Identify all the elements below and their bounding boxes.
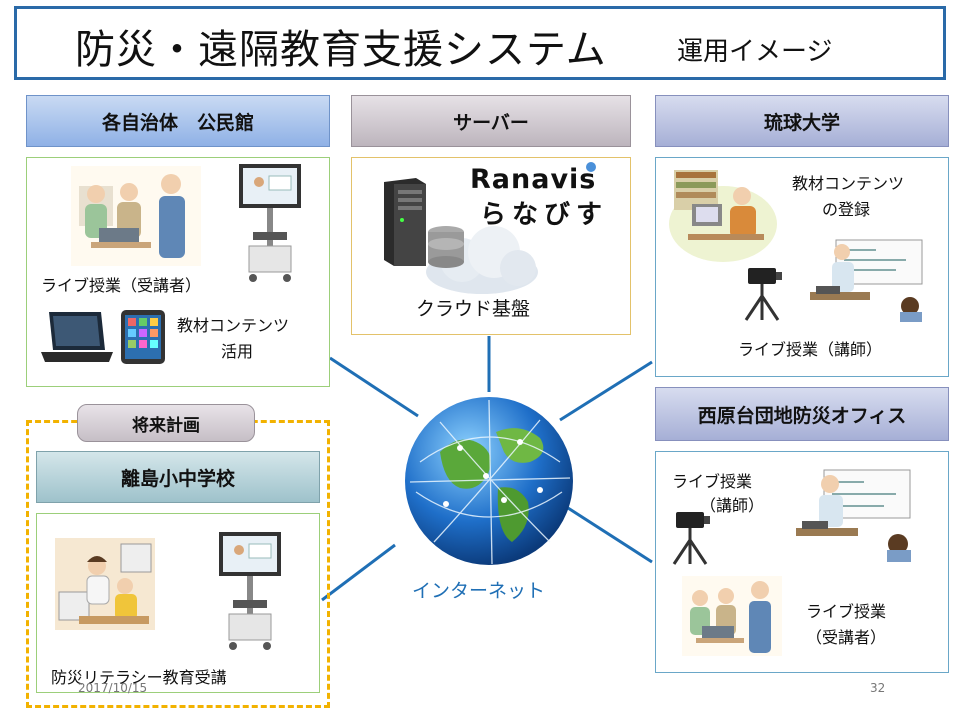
- database-icon: [428, 226, 464, 268]
- connector-island: [321, 543, 396, 602]
- label-content-register-1: 教材コンテンツ: [792, 174, 905, 193]
- laptop-icon: [41, 312, 113, 362]
- panel-university: 教材コンテンツ の登録 ライブ授業（講師）: [655, 157, 949, 377]
- page-title: 防災・遠隔教育支援システム: [75, 27, 607, 73]
- ranavis-logo-en: Ranavis: [470, 164, 597, 195]
- connector-nishihara: [567, 506, 653, 564]
- students-computer-icon: [55, 538, 155, 630]
- video-camera-tripod-icon: [672, 512, 710, 565]
- label-internet: インターネット: [412, 580, 546, 602]
- footer-date: 2017/10/15: [78, 681, 148, 695]
- header-island: 離島小中学校: [36, 451, 320, 503]
- lecturer-icon: [796, 469, 911, 562]
- header-server: サーバー: [351, 95, 631, 147]
- label-nishihara-lecturer-1: ライブ授業: [672, 472, 753, 491]
- connector-university: [559, 360, 653, 422]
- panel-server: Ranavis らなびす クラウド基盤: [351, 157, 631, 335]
- label-literacy: 防災リテラシー教育受講: [51, 668, 227, 687]
- panel-island: 防災リテラシー教育受講: [36, 513, 320, 693]
- header-future: 将来計画: [77, 404, 255, 442]
- label-live-lecturer: ライブ授業（講師）: [738, 340, 883, 359]
- label-nishihara-student-2: （受講者）: [806, 628, 887, 647]
- label-content-use-2: 活用: [221, 342, 254, 361]
- label-live-student: ライブ授業（受講者）: [41, 276, 202, 295]
- label-nishihara-student-1: ライブ授業: [806, 602, 887, 621]
- video-monitor-cart-icon: [239, 164, 301, 282]
- footer-page-number: 32: [870, 681, 886, 695]
- video-camera-tripod-icon: [744, 268, 782, 321]
- video-monitor-cart-icon: [219, 532, 281, 650]
- label-content-use-1: 教材コンテンツ: [177, 316, 290, 335]
- label-content-register-2: の登録: [822, 200, 871, 219]
- panel-nishihara: ライブ授業 （講師） ライブ授業 （受講者）: [655, 451, 949, 673]
- page-subtitle: 運用イメージ: [677, 37, 833, 67]
- label-cloud: クラウド基盤: [416, 298, 531, 320]
- server-tower-icon: [384, 178, 426, 266]
- title-box: 防災・遠隔教育支援システム 運用イメージ: [14, 6, 946, 80]
- header-university: 琉球大学: [655, 95, 949, 147]
- globe-icon: [405, 397, 573, 565]
- label-nishihara-lecturer-2: （講師）: [700, 496, 765, 515]
- connector-municipal: [329, 356, 419, 418]
- ranavis-logo-jp: らなびす: [480, 200, 609, 230]
- logo-dot-icon: [586, 162, 596, 172]
- cloud-icon: [426, 226, 538, 294]
- header-nishihara: 西原台団地防災オフィス: [655, 387, 949, 441]
- people-meeting-icon: [71, 166, 201, 266]
- classroom-icon: [669, 170, 777, 262]
- lecturer-icon: [810, 239, 923, 322]
- header-municipal: 各自治体 公民館: [26, 95, 330, 147]
- panel-municipal: ライブ授業（受講者） 教材コンテンツ 活用: [26, 157, 330, 387]
- tablet-icon: [121, 310, 165, 364]
- people-meeting-icon: [682, 576, 782, 656]
